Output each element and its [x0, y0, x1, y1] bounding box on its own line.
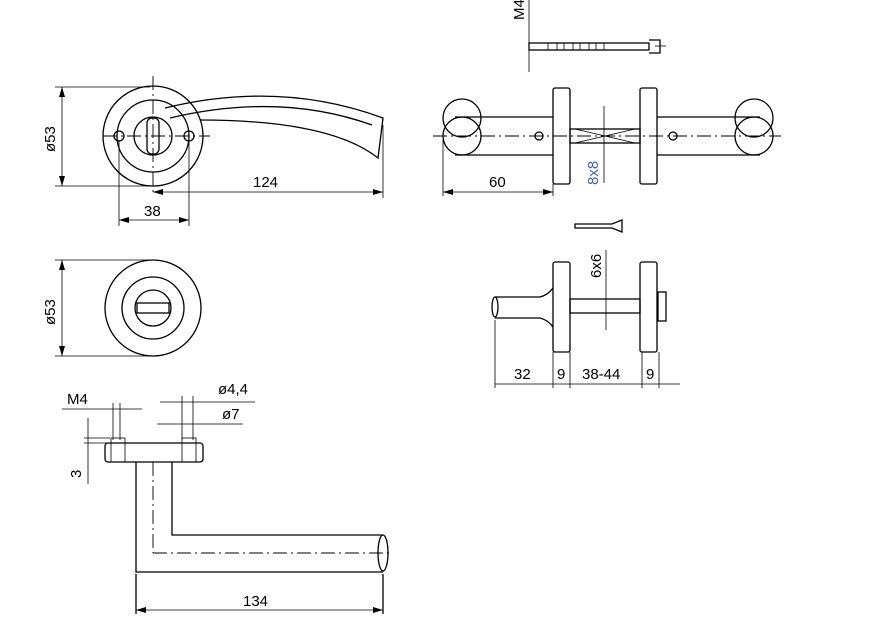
lever-side-view: M4 ø4,4 ø7 3 134: [62, 381, 392, 614]
side-length-label: 134: [243, 593, 268, 610]
lever-front-view: ø53 124 38: [42, 76, 384, 226]
thread-label: M4: [67, 391, 88, 408]
front-length-label: 124: [253, 174, 278, 191]
spindle-6x6-label: 6x6: [588, 254, 605, 278]
dim-38-44: 38-44: [582, 366, 620, 383]
front-offset-label: 38: [144, 203, 161, 220]
front-diameter-label: ø53: [42, 126, 59, 152]
assembly-top-view: M4 60 8x8: [433, 0, 781, 233]
hole-label: ø4,4: [218, 381, 248, 398]
assembly-bottom-view: 6x6 32 9 38-44 9: [491, 250, 680, 388]
dim-9-right: 9: [646, 366, 654, 383]
screw-thread-label: M4: [511, 0, 528, 20]
height-label: 3: [68, 470, 85, 478]
rosette-diameter-label: ø53: [42, 299, 59, 325]
spindle-8x8-label: 8x8: [585, 161, 602, 185]
assembly-length-label: 60: [489, 174, 506, 191]
rosette-view: ø53: [42, 259, 202, 357]
counterbore-label: ø7: [222, 406, 240, 423]
dim-32: 32: [514, 366, 531, 383]
dim-9-left: 9: [557, 366, 565, 383]
